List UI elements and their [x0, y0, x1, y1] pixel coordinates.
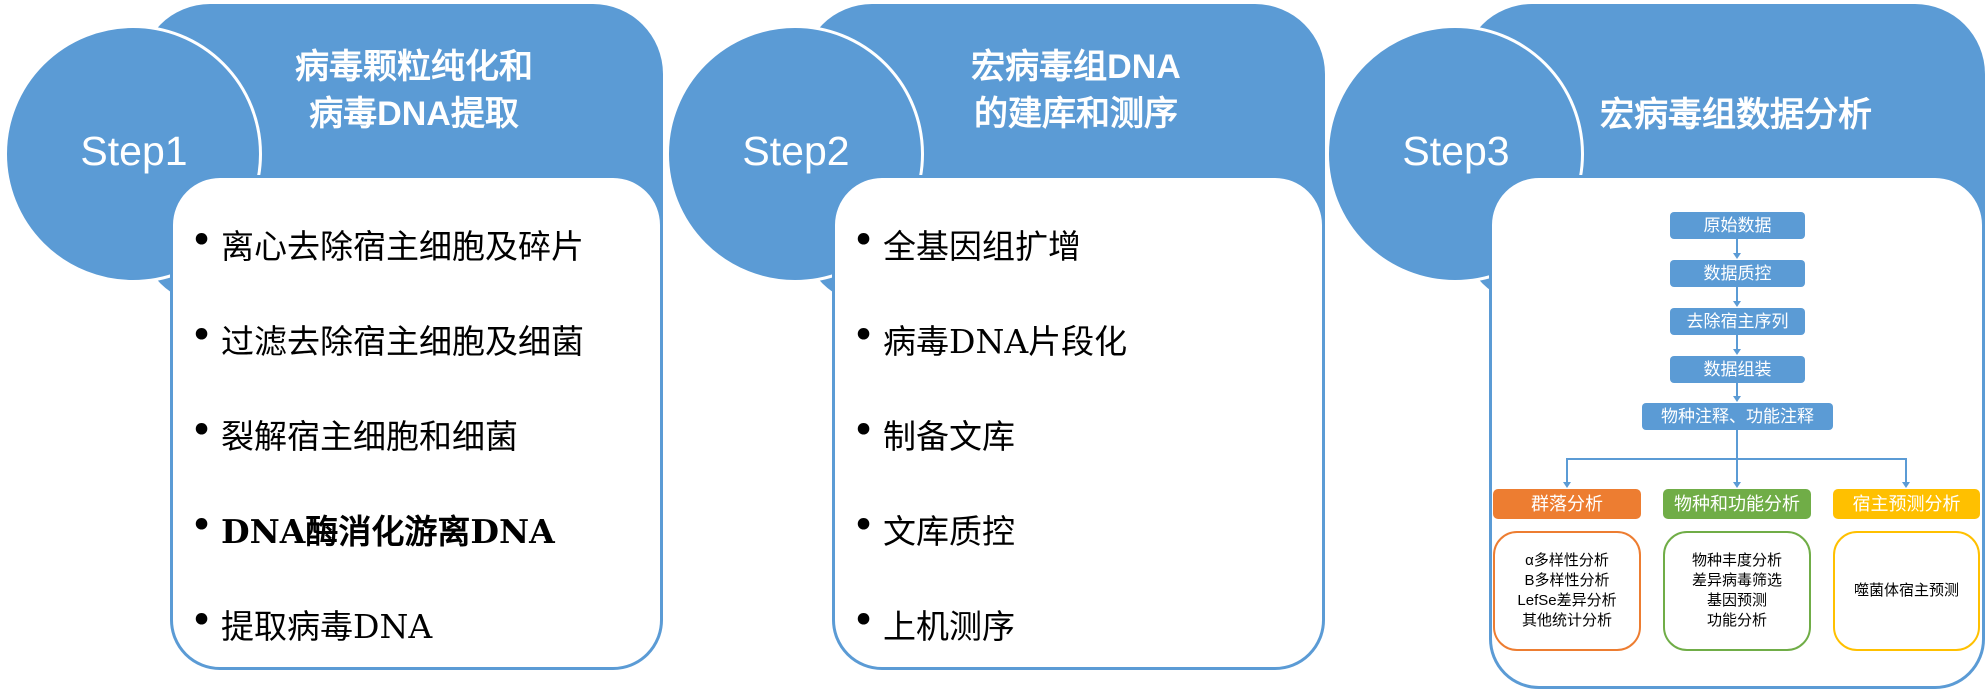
- step2-label: Step2: [742, 128, 850, 174]
- category-species-function-analysis: 物种和功能分析: [1663, 489, 1811, 519]
- flow-quality-control: 数据质控: [1670, 260, 1805, 287]
- arrow-head: [1563, 482, 1571, 488]
- bullet-item: •过滤去除宿主细胞及细菌: [191, 315, 584, 361]
- bullet-item: •上机测序: [853, 600, 1015, 646]
- flow-host-removal: 去除宿主序列: [1670, 308, 1805, 335]
- category-community-analysis: 群落分析: [1493, 489, 1641, 519]
- step1-label: Step1: [80, 128, 188, 174]
- arrow-head: [1733, 349, 1741, 355]
- flow-annotation: 物种注释、功能注释: [1642, 403, 1833, 430]
- flow-assembly: 数据组装: [1670, 356, 1805, 383]
- flow-raw-data: 原始数据: [1670, 212, 1805, 239]
- category-host-prediction: 宿主预测分析: [1833, 489, 1980, 519]
- bullet-item: •病毒DNA片段化: [853, 315, 1128, 361]
- bullet-item: •DNA酶消化游离DNA: [191, 505, 555, 551]
- bullet-item: •离心去除宿主细胞及碎片: [191, 220, 584, 266]
- connector: [1905, 458, 1907, 482]
- step2-panel: Step2 宏病毒组DNA 的建库和测序 •全基因组扩增 •病毒DNA片段化 •…: [666, 0, 1666, 691]
- host-prediction-items: 噬菌体宿主预测: [1833, 531, 1980, 651]
- bullet-item: •文库质控: [853, 505, 1015, 551]
- bullet-item: •全基因组扩增: [853, 220, 1081, 266]
- bullet-item: •制备文库: [853, 410, 1015, 456]
- connector: [1736, 383, 1738, 397]
- connector: [1566, 458, 1568, 482]
- connector: [1736, 287, 1738, 302]
- arrow-head: [1902, 482, 1910, 488]
- bullet-item: •提取病毒DNA: [191, 600, 433, 646]
- arrow-head: [1733, 482, 1741, 488]
- connector: [1736, 239, 1738, 254]
- community-analysis-items: α多样性分析 Β多样性分析 LefSe差异分析 其他统计分析: [1493, 531, 1641, 651]
- step2-title: 宏病毒组DNA 的建库和测序: [971, 48, 1181, 133]
- branch-line: [1566, 458, 1907, 460]
- bullet-item: •裂解宿主细胞和细菌: [191, 410, 518, 456]
- arrow-head: [1733, 301, 1741, 307]
- connector: [1736, 430, 1738, 482]
- step2-content-box: •全基因组扩增 •病毒DNA片段化 •制备文库 •文库质控 •上机测序: [832, 175, 1325, 670]
- species-function-items: 物种丰度分析 差异病毒筛选 基因预测 功能分析: [1663, 531, 1811, 651]
- step3-title: 宏病毒组数据分析: [1600, 96, 1872, 134]
- arrow-head: [1733, 396, 1741, 402]
- arrow-head: [1733, 253, 1741, 259]
- connector: [1736, 335, 1738, 350]
- step1-content-box: •离心去除宿主细胞及碎片 •过滤去除宿主细胞及细菌 •裂解宿主细胞和细菌 •DN…: [170, 175, 663, 670]
- step3-label: Step3: [1402, 128, 1510, 174]
- step1-panel: Step1 病毒颗粒纯化和 病毒DNA提取 •离心去除宿主细胞及碎片 •过滤去除…: [4, 0, 1004, 691]
- step1-title: 病毒颗粒纯化和 病毒DNA提取: [295, 48, 533, 133]
